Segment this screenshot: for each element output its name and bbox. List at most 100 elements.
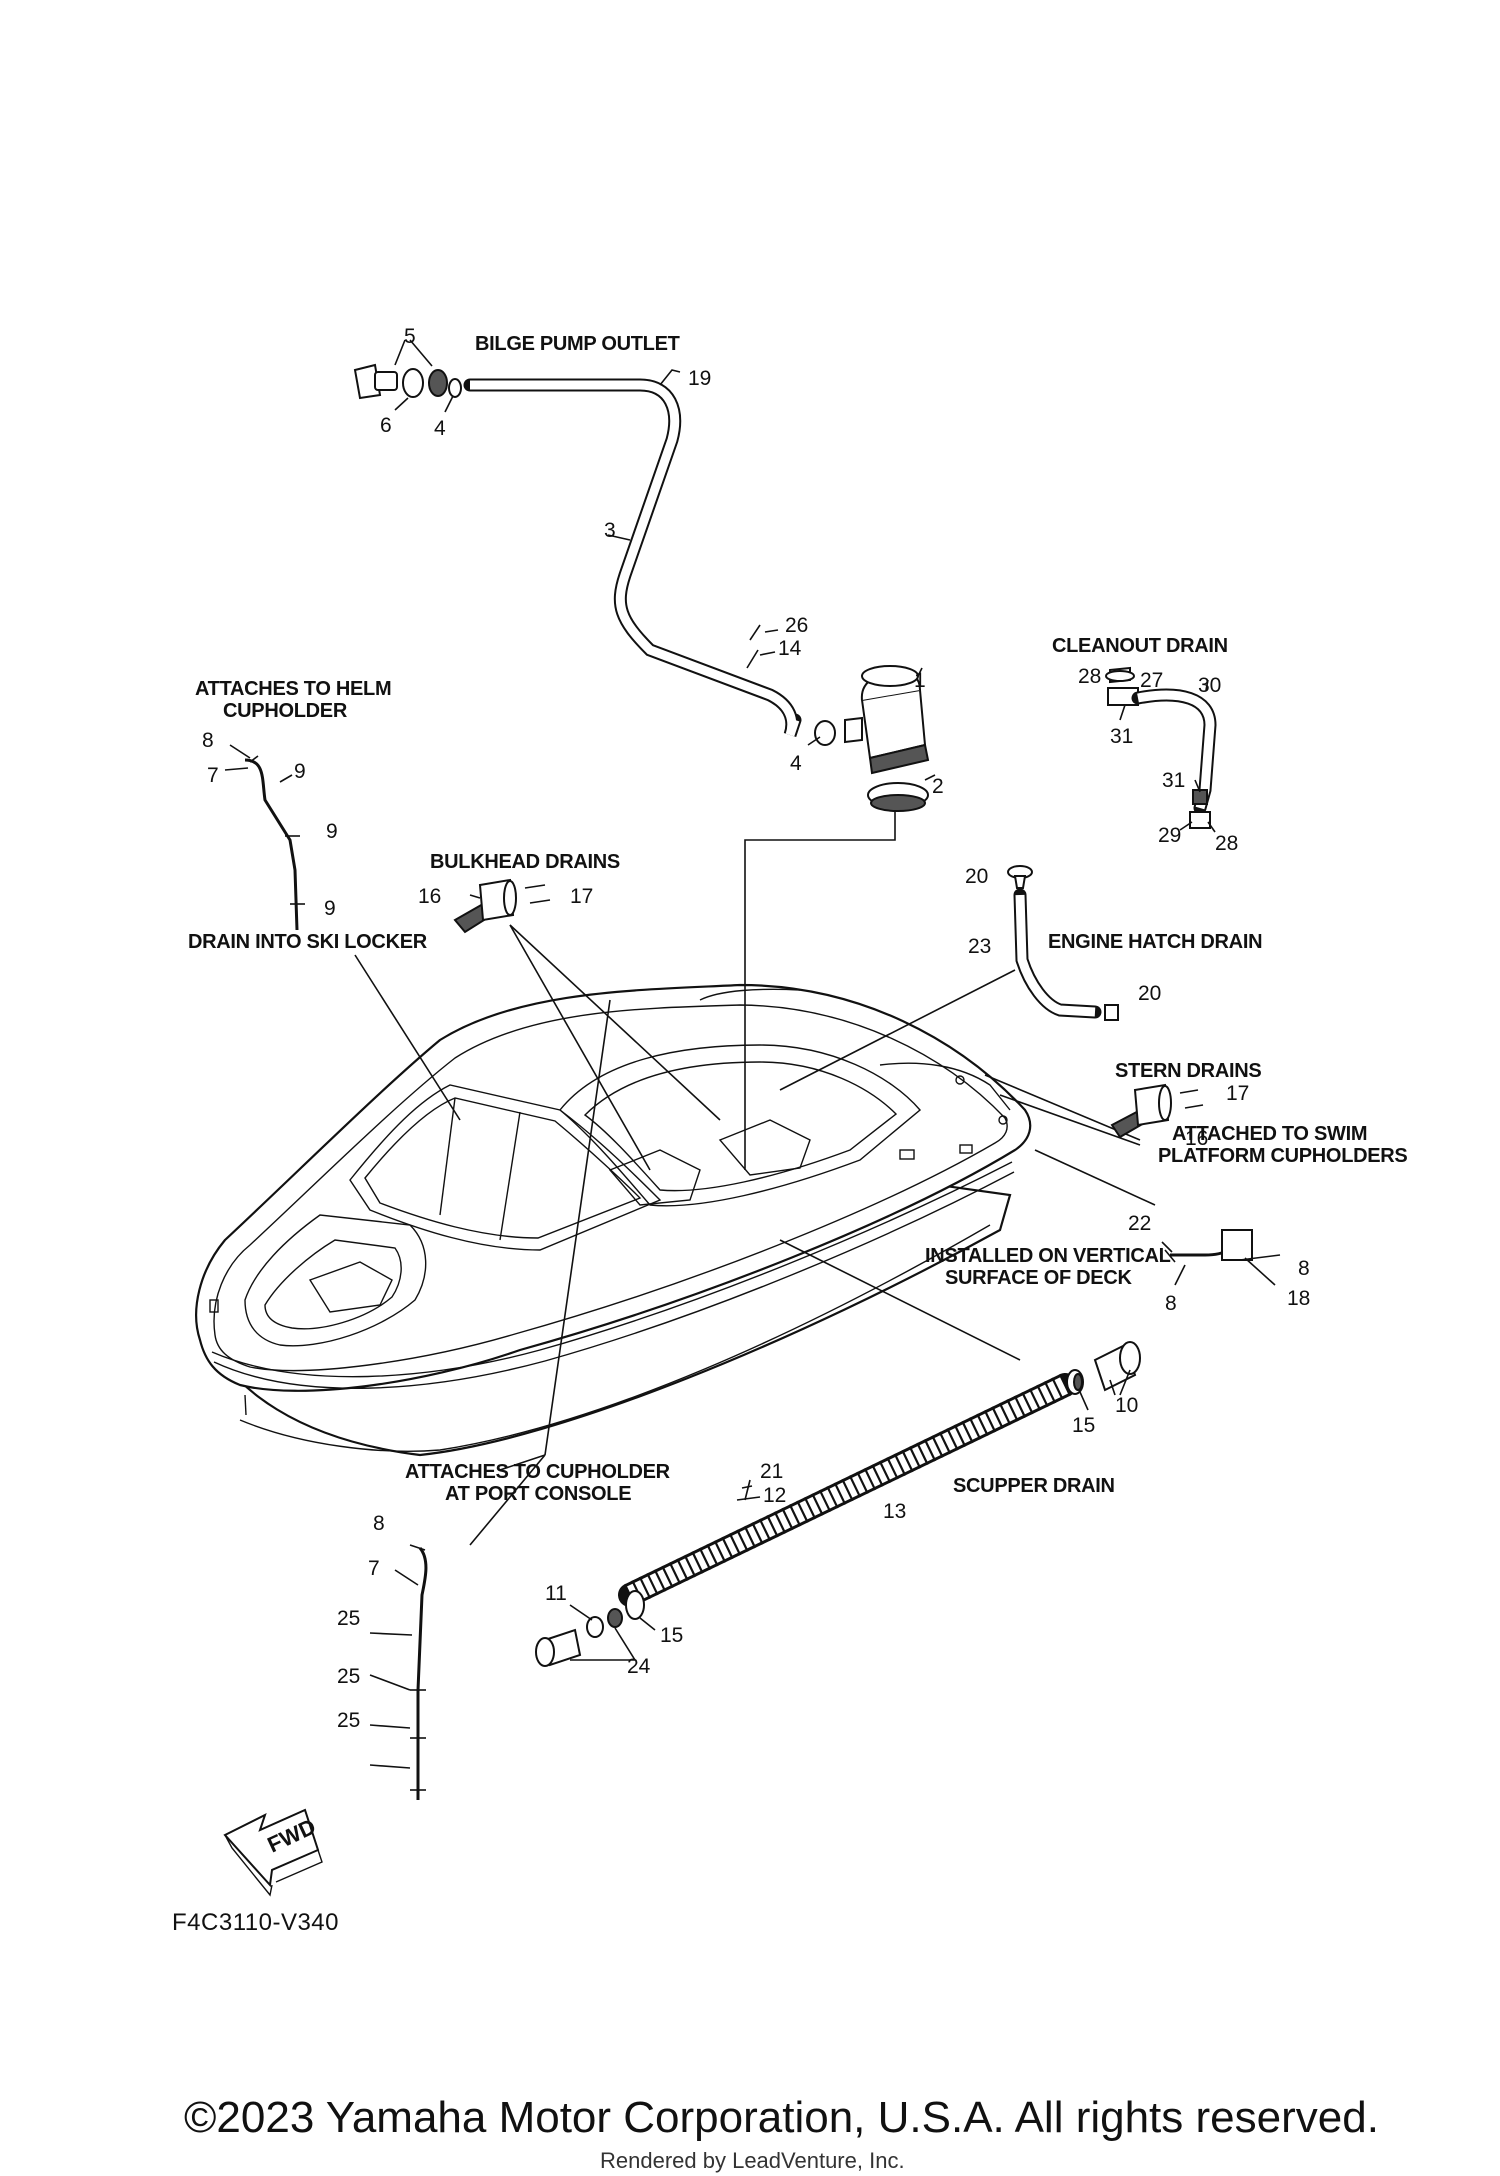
part-number: 16 xyxy=(1185,1127,1208,1150)
part-number: 1 xyxy=(914,669,926,692)
hose-rib xyxy=(833,1482,847,1505)
part-number: 31 xyxy=(1162,769,1185,792)
hose-rib xyxy=(691,1551,704,1574)
hose-rib xyxy=(878,1460,892,1484)
hose-rib xyxy=(1021,1391,1034,1415)
hose-rib xyxy=(983,1409,997,1433)
part-number: 8 xyxy=(1298,1257,1310,1280)
hose-rib xyxy=(916,1442,929,1466)
hose-rib xyxy=(698,1547,712,1571)
port-scupper-fittings xyxy=(535,1590,656,1667)
swim-platform-cupholder-drain xyxy=(1161,1229,1281,1286)
part-number: 3 xyxy=(604,519,616,542)
label-stern-drains: STERN DRAINS xyxy=(1115,1060,1261,1082)
part-number: 28 xyxy=(1078,665,1101,688)
hose-rib xyxy=(1058,1373,1072,1397)
part-number: 12 xyxy=(763,1484,786,1507)
helm-cupholder-hose xyxy=(224,744,305,931)
part-number: 15 xyxy=(1072,1414,1095,1437)
part-number: 19 xyxy=(688,367,711,390)
hose-rib xyxy=(653,1569,667,1592)
label-scupper-drain: SCUPPER DRAIN xyxy=(953,1475,1115,1497)
copyright-notice: ©2023 Yamaha Motor Corporation, U.S.A. A… xyxy=(184,2093,1379,2142)
part-number: 17 xyxy=(570,885,593,908)
hose-rib xyxy=(668,1561,682,1585)
part-number: 8 xyxy=(1165,1292,1177,1315)
part-number: 6 xyxy=(380,414,392,437)
part-number: 2 xyxy=(932,775,944,798)
port-console-hose xyxy=(369,1544,428,1800)
hose-rib xyxy=(991,1406,1004,1429)
bilge-outlet-hose xyxy=(463,378,802,738)
hose-rib xyxy=(1013,1395,1027,1419)
label-engine-hatch-drain: ENGINE HATCH DRAIN xyxy=(1048,931,1262,953)
hose-rib xyxy=(923,1438,937,1462)
hose-rib xyxy=(856,1471,869,1495)
part-number: 17 xyxy=(1226,1082,1249,1105)
label-cleanout-drain: CLEANOUT DRAIN xyxy=(1052,635,1228,657)
part-number: 10 xyxy=(1115,1394,1138,1417)
hose-rib xyxy=(1028,1388,1042,1411)
hose-rib xyxy=(946,1428,959,1451)
part-number: 5 xyxy=(404,325,416,348)
label-drain-ski-locker: DRAIN INTO SKI LOCKER xyxy=(188,931,428,953)
hose-rib xyxy=(968,1417,982,1440)
label-attaches-port-1: ATTACHES TO CUPHOLDER xyxy=(405,1461,671,1483)
part-number: 25 xyxy=(337,1709,360,1732)
hose-rib xyxy=(1036,1384,1049,1408)
hose-rib xyxy=(901,1449,914,1473)
engine-hatch-drain-hose xyxy=(1007,865,1119,1021)
hose-rib xyxy=(931,1435,944,1458)
rendered-by-notice: Rendered by LeadVenture, Inc. xyxy=(600,2148,905,2173)
hose-rib xyxy=(1043,1380,1057,1404)
part-number: 14 xyxy=(778,637,802,660)
part-number: 4 xyxy=(790,752,802,775)
hose-rib xyxy=(706,1543,719,1567)
fwd-arrow: FWD xyxy=(223,1808,323,1897)
part-number: 31 xyxy=(1110,725,1133,748)
hose-rib xyxy=(1006,1399,1019,1422)
label-attached-swim-2: PLATFORM CUPHOLDERS xyxy=(1158,1145,1407,1167)
label-attached-swim-1: ATTACHED TO SWIM xyxy=(1172,1123,1367,1145)
hose-rib xyxy=(998,1402,1012,1426)
diagram-code: F4C3110-V340 xyxy=(172,1909,339,1936)
hose-rib xyxy=(713,1540,727,1563)
part-number: 9 xyxy=(326,820,338,843)
part-number: 7 xyxy=(207,764,219,787)
part-number: 29 xyxy=(1158,824,1181,847)
part-number: 16 xyxy=(418,885,441,908)
scupper-fittings xyxy=(1066,1341,1141,1411)
leader-lines xyxy=(354,805,1156,1546)
hose-rib xyxy=(743,1525,757,1549)
part-number: 30 xyxy=(1198,674,1221,697)
label-installed-vertical-2: SURFACE OF DECK xyxy=(945,1267,1132,1289)
hose-rib xyxy=(841,1478,854,1502)
bulkhead-drain-fittings xyxy=(453,878,551,934)
hose-rib xyxy=(721,1536,734,1560)
hose-rib xyxy=(826,1485,839,1509)
hose-rib xyxy=(758,1518,772,1542)
hose-rib xyxy=(961,1420,974,1444)
part-number: 7 xyxy=(368,1557,380,1580)
part-number: 22 xyxy=(1128,1212,1151,1235)
hose-rib xyxy=(683,1554,697,1578)
cleanout-drain-assembly xyxy=(1105,666,1217,833)
part-number: 20 xyxy=(1138,982,1161,1005)
clamp-19 xyxy=(659,369,681,386)
hose-rib xyxy=(766,1514,779,1538)
label-installed-vertical-1: INSTALLED ON VERTICAL xyxy=(925,1245,1171,1267)
hose-rib xyxy=(886,1456,899,1480)
hose-rib xyxy=(938,1431,952,1455)
stern-drain-fittings xyxy=(1110,1083,1204,1139)
part-number: 9 xyxy=(294,760,306,783)
hose-rib xyxy=(788,1504,802,1527)
hose-rib xyxy=(908,1446,922,1469)
hose-rib xyxy=(871,1464,884,1487)
bilge-pump xyxy=(807,665,936,812)
boat-illustration xyxy=(195,983,1032,1457)
part-number: 25 xyxy=(337,1665,360,1688)
part-number: 20 xyxy=(965,865,988,888)
clamp-21-12 xyxy=(736,1479,761,1501)
part-number: 23 xyxy=(968,935,991,958)
